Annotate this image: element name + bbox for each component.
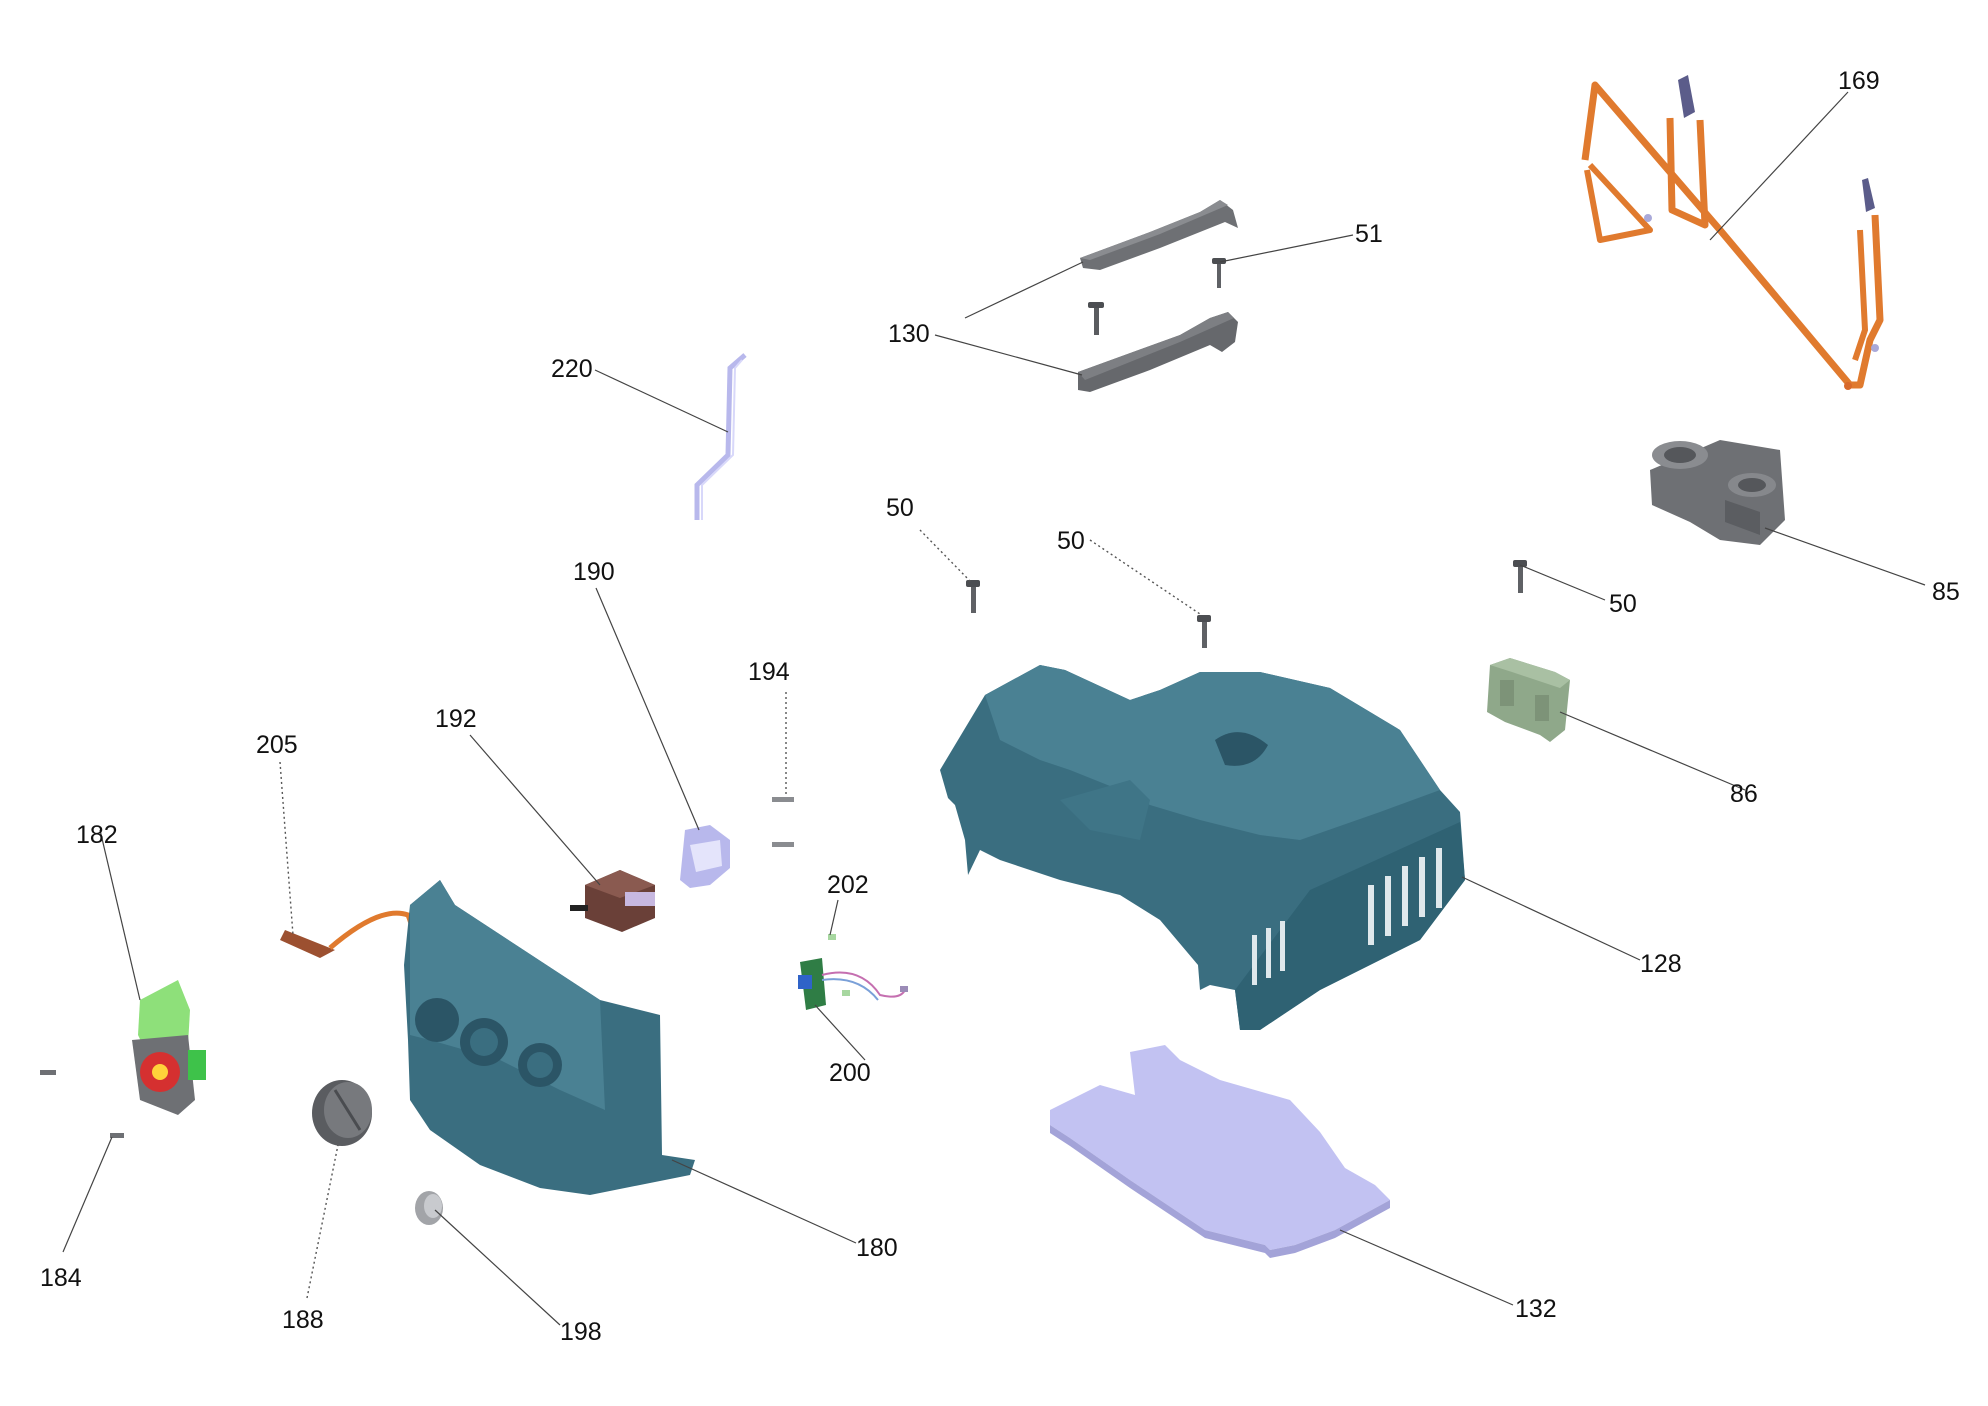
label-190: 190	[573, 558, 615, 586]
label-50-a: 50	[886, 494, 914, 522]
label-202: 202	[827, 871, 869, 899]
part-182-socket	[132, 980, 206, 1115]
label-128: 128	[1640, 950, 1682, 978]
label-188: 188	[282, 1306, 324, 1334]
leader-lines	[62, 91, 1926, 1326]
part-86-bracket	[1487, 658, 1570, 742]
label-180: 180	[856, 1234, 898, 1262]
part-192-switch	[570, 870, 655, 932]
callout-labels: 169 51 130 220 50 50 50 85 190 194 192 2…	[40, 67, 1960, 1346]
part-50-screw-c	[1513, 560, 1527, 593]
part-50-screw-a	[966, 580, 980, 613]
label-205: 205	[256, 731, 298, 759]
part-190-bracket	[680, 825, 730, 888]
part-85-holder	[1650, 440, 1785, 545]
label-192: 192	[435, 705, 477, 733]
part-128-main-housing	[940, 665, 1465, 1030]
part-198-cap	[415, 1191, 443, 1225]
label-85: 85	[1932, 578, 1960, 606]
label-184: 184	[40, 1264, 82, 1292]
part-169-cable-harness	[1581, 75, 1884, 390]
label-132: 132	[1515, 1295, 1557, 1323]
label-130: 130	[888, 320, 930, 348]
label-220: 220	[551, 355, 593, 383]
part-50-screw-b	[1197, 615, 1211, 648]
label-182: 182	[76, 821, 118, 849]
part-51-screw	[1212, 258, 1226, 288]
label-200: 200	[829, 1059, 871, 1087]
part-184-screws	[40, 1070, 124, 1138]
label-86: 86	[1730, 780, 1758, 808]
label-198: 198	[560, 1318, 602, 1346]
label-194: 194	[748, 658, 790, 686]
part-188-knob	[312, 1080, 372, 1146]
label-50-b: 50	[1057, 527, 1085, 555]
part-205-ribbon-cable	[280, 910, 423, 1011]
label-169: 169	[1838, 67, 1880, 95]
part-200-pcb	[798, 934, 908, 1010]
part-220-rod	[694, 353, 747, 520]
part-132-base-plate	[1050, 1045, 1390, 1258]
label-51: 51	[1355, 220, 1383, 248]
part-130-handle	[1078, 200, 1238, 392]
part-180-front-panel	[404, 880, 695, 1195]
part-194-screws	[772, 797, 794, 847]
label-50-c: 50	[1609, 590, 1637, 618]
